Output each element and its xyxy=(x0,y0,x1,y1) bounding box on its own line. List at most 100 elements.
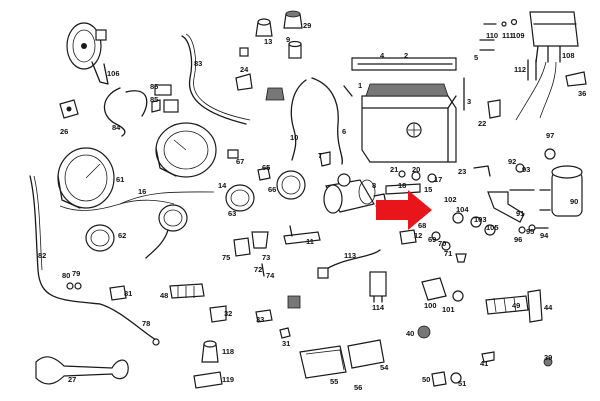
part-label-83: 83 xyxy=(194,59,203,68)
part-label-14: 14 xyxy=(218,181,227,190)
part-label-110: 110 xyxy=(486,31,499,40)
instrument-wiring-part xyxy=(59,191,215,211)
part-label-24: 24 xyxy=(240,65,249,74)
part-label-8: 8 xyxy=(372,181,377,190)
part-label-49: 49 xyxy=(512,301,521,310)
cable-end-part xyxy=(152,338,160,346)
speedometer-part xyxy=(57,147,115,209)
fuel-gauge-part xyxy=(276,170,306,200)
part-label-70: 70 xyxy=(438,239,447,248)
part-label-51: 51 xyxy=(458,379,467,388)
mounting-plate-part xyxy=(283,225,321,245)
part-label-61: 61 xyxy=(116,175,125,184)
small-gauge-part xyxy=(85,224,115,252)
bottom-small-parts xyxy=(417,325,553,387)
part-label-21: 21 xyxy=(390,165,399,174)
part-label-79: 79 xyxy=(72,269,81,278)
part-label-97: 97 xyxy=(546,131,555,140)
part-label-44: 44 xyxy=(544,303,553,312)
part-label-29: 29 xyxy=(303,21,312,30)
part-label-92: 92 xyxy=(508,157,517,166)
lamp-base-parts xyxy=(193,340,223,389)
part-label-2: 2 xyxy=(404,51,409,60)
part-label-6: 6 xyxy=(342,127,347,136)
part-label-95: 95 xyxy=(526,227,535,236)
part-label-17: 17 xyxy=(434,175,443,184)
part-label-112: 112 xyxy=(514,65,527,74)
part-label-81: 81 xyxy=(124,289,133,298)
part-label-109: 109 xyxy=(512,31,525,40)
part-label-18: 18 xyxy=(398,181,407,190)
part-label-23: 23 xyxy=(458,167,467,176)
part-label-50: 50 xyxy=(422,375,431,384)
part-label-11: 11 xyxy=(306,237,314,246)
part-label-102: 102 xyxy=(444,195,457,204)
part-label-86: 86 xyxy=(150,82,159,91)
part-label-56: 56 xyxy=(354,383,363,392)
part-label-68: 68 xyxy=(418,221,427,230)
part-label-7: 7 xyxy=(318,151,323,160)
part-label-10: 10 xyxy=(290,133,299,142)
part-label-40: 40 xyxy=(406,329,415,338)
part-label-91: 91 xyxy=(516,209,525,218)
lens-parts xyxy=(299,339,385,379)
part-label-71: 71 xyxy=(444,249,453,258)
oil-gauge-part xyxy=(225,184,255,212)
highlight-arrow xyxy=(376,190,432,230)
speedo-cable-part xyxy=(29,175,157,341)
relay-part xyxy=(369,271,387,303)
temp-gauge-part xyxy=(145,204,188,259)
part-label-111: 111 xyxy=(502,31,514,40)
battery-part xyxy=(351,57,465,163)
part-label-113: 113 xyxy=(344,251,357,260)
misc-parts xyxy=(151,59,537,113)
plug-part xyxy=(59,99,79,119)
connector-parts xyxy=(227,149,271,181)
part-label-104: 104 xyxy=(456,205,469,214)
small-knob-parts xyxy=(239,10,303,59)
part-label-105: 105 xyxy=(486,223,499,232)
part-label-119: 119 xyxy=(222,375,235,384)
part-label-48: 48 xyxy=(160,291,169,300)
mount-bracket-part xyxy=(565,71,587,87)
part-label-63: 63 xyxy=(228,209,237,218)
part-label-39: 39 xyxy=(544,353,553,362)
terminal-block-parts xyxy=(485,289,543,323)
screw-parts xyxy=(479,18,518,51)
part-label-108: 108 xyxy=(562,51,575,60)
terminal-part xyxy=(487,99,501,119)
part-label-62: 62 xyxy=(118,231,127,240)
part-label-106: 106 xyxy=(107,69,120,78)
part-label-12: 12 xyxy=(414,231,423,240)
part-label-65: 65 xyxy=(262,163,271,172)
cable-parts xyxy=(103,33,251,137)
part-label-85: 85 xyxy=(150,95,159,104)
part-label-73: 73 xyxy=(262,253,271,262)
part-label-67: 67 xyxy=(236,157,245,166)
fuse-block-part xyxy=(169,283,205,299)
part-label-15: 15 xyxy=(424,185,433,194)
part-label-32: 32 xyxy=(224,309,233,318)
relay-fitting-parts xyxy=(399,229,467,263)
part-label-27: 27 xyxy=(68,375,77,384)
part-label-54: 54 xyxy=(380,363,389,372)
voltage-regulator-part xyxy=(515,11,579,121)
part-label-26: 26 xyxy=(60,127,69,136)
clip-part xyxy=(473,165,491,177)
switch-parts xyxy=(319,151,437,195)
part-label-82: 82 xyxy=(38,251,47,260)
coil-bracket-part xyxy=(487,163,535,223)
part-label-74: 74 xyxy=(266,271,275,280)
part-label-36: 36 xyxy=(578,89,587,98)
part-label-78: 78 xyxy=(142,319,151,328)
part-label-114: 114 xyxy=(372,303,385,312)
part-label-100: 100 xyxy=(424,301,437,310)
part-label-16: 16 xyxy=(138,187,147,196)
part-label-118: 118 xyxy=(222,347,235,356)
crank-handle-part xyxy=(35,356,129,385)
mini-connector-parts xyxy=(66,282,127,301)
part-label-4: 4 xyxy=(380,51,385,60)
part-label-66: 66 xyxy=(268,185,277,194)
part-label-9: 9 xyxy=(286,35,291,44)
